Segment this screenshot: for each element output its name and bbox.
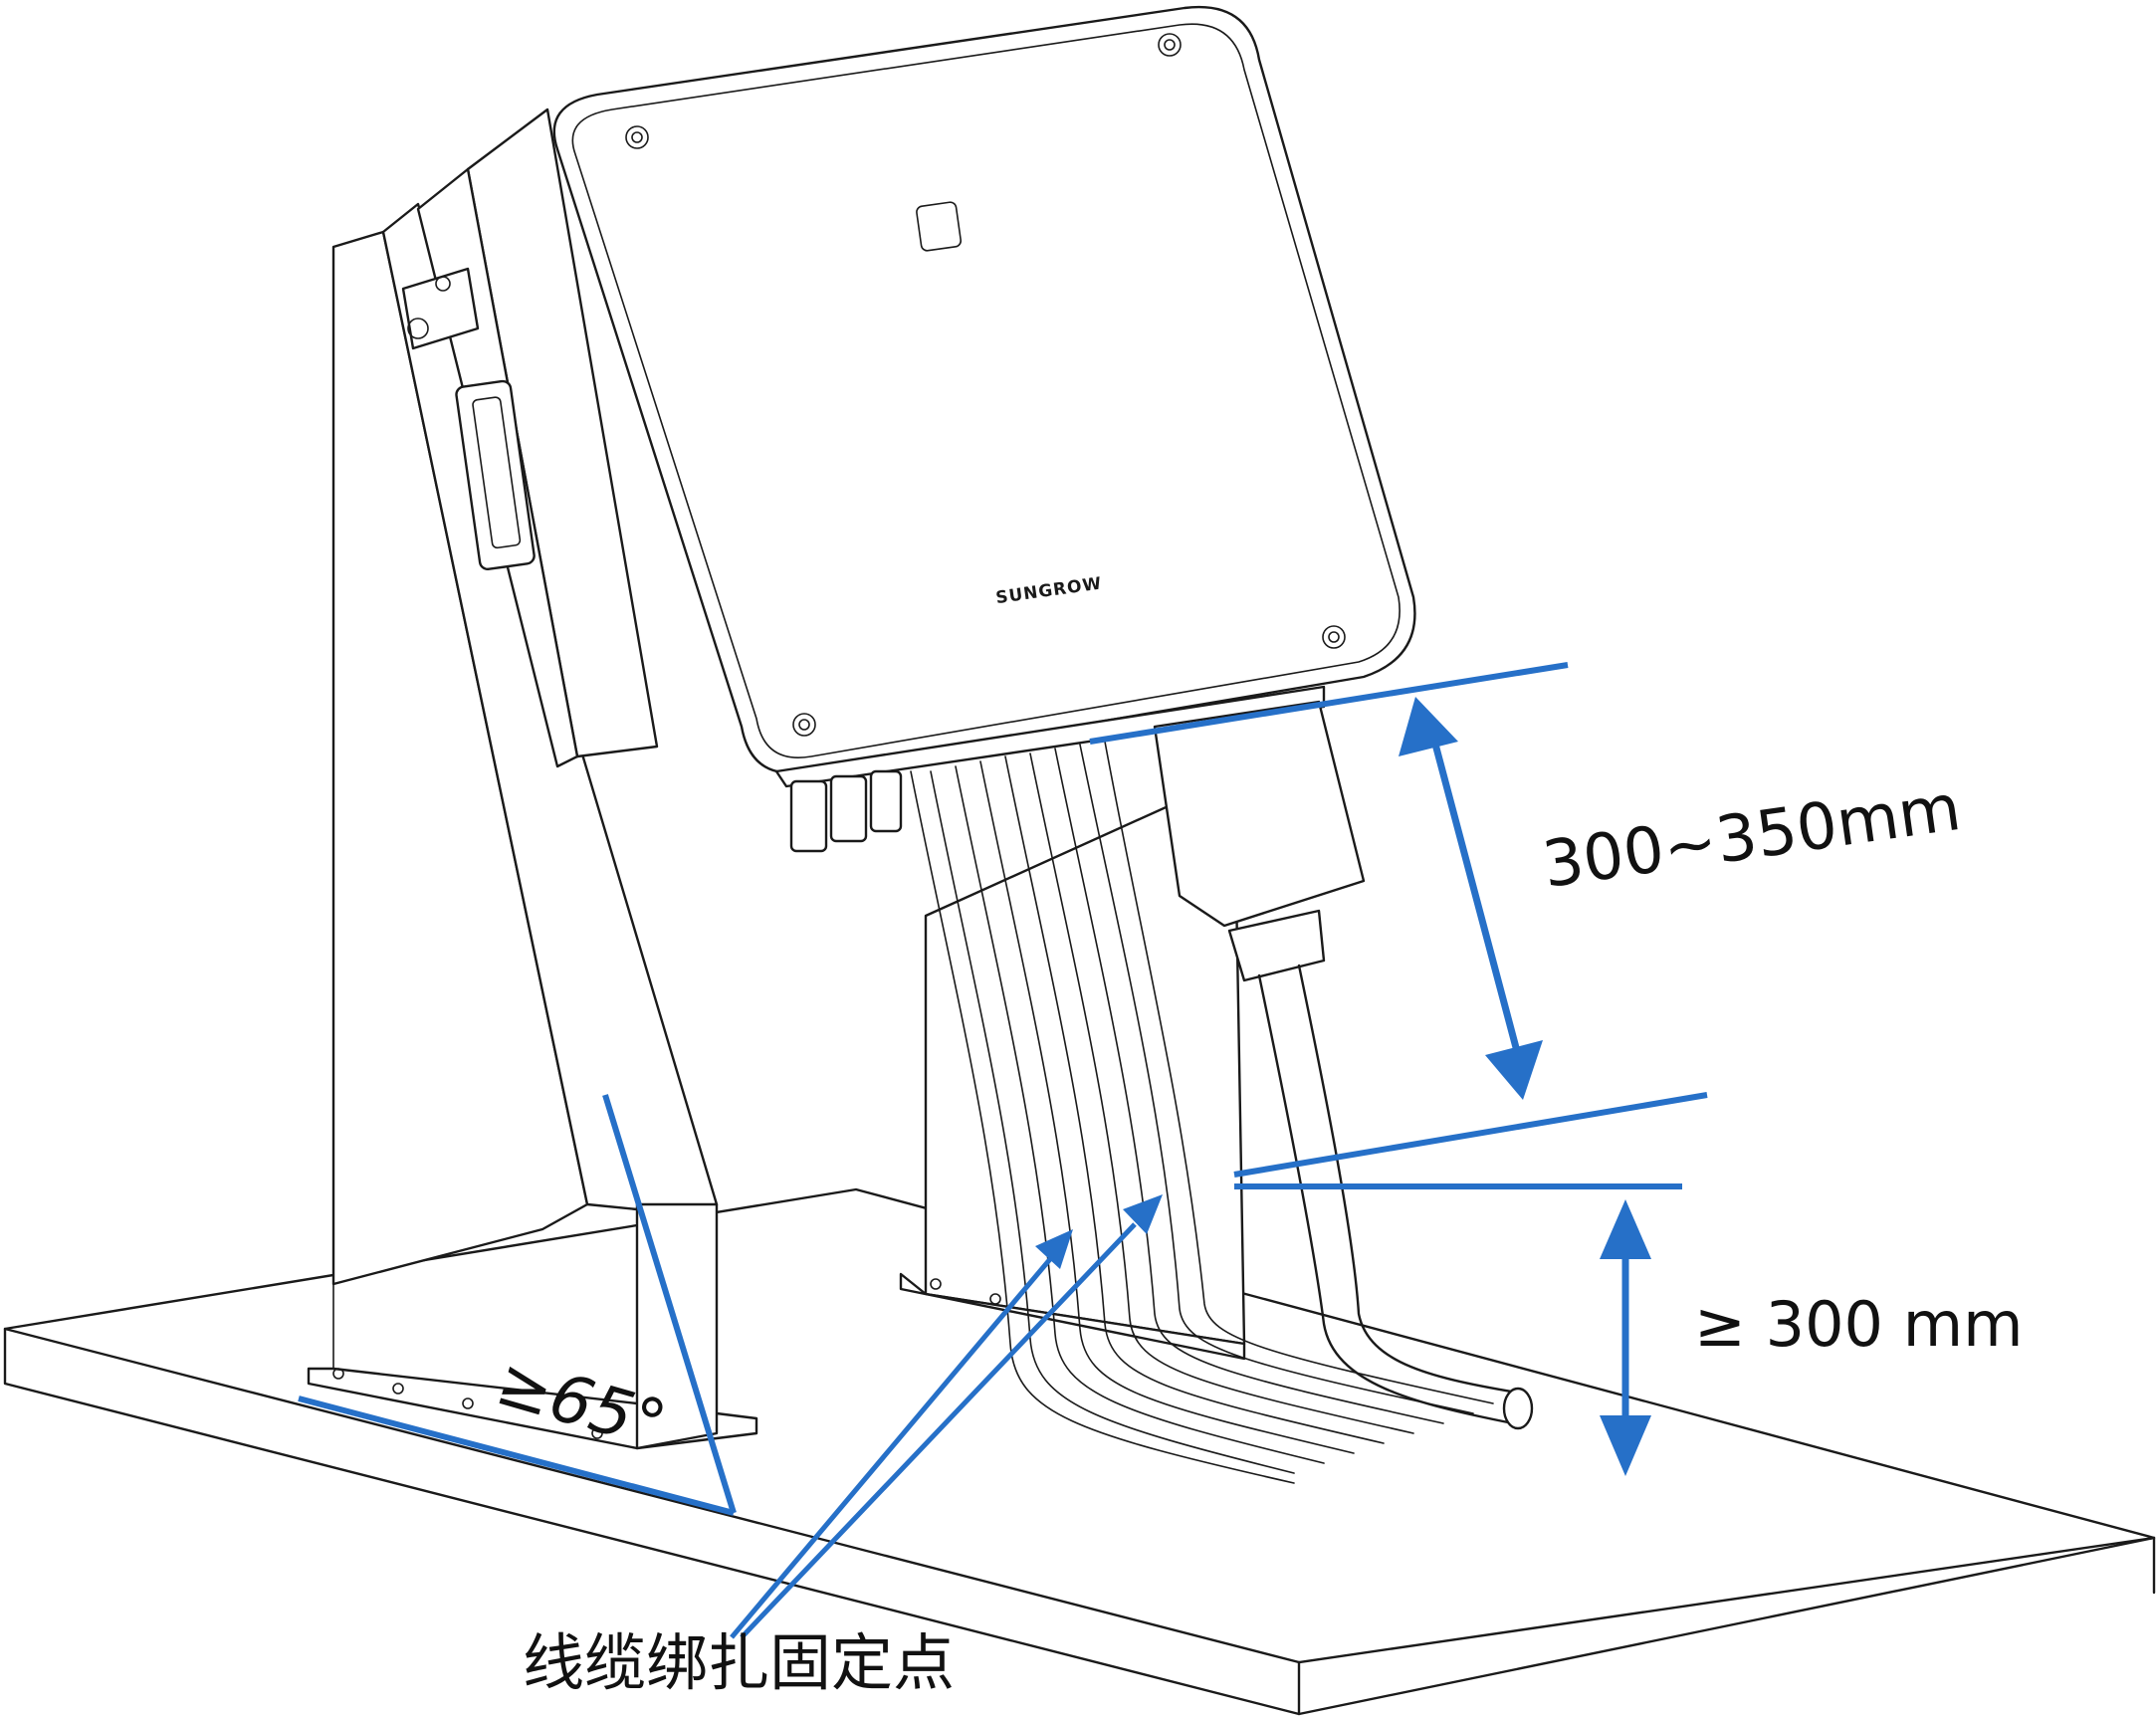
double-arrow-icon bbox=[1399, 697, 1543, 1100]
annotations bbox=[298, 662, 1708, 1639]
ground-clearance-label: ≥ 300 mm bbox=[1694, 1288, 2024, 1361]
pointer-arrow-icon bbox=[730, 1229, 1073, 1639]
reference-line-top bbox=[1089, 662, 1569, 745]
pointer-arrow-icon bbox=[740, 1194, 1163, 1639]
angle-tilt-line bbox=[602, 1094, 737, 1514]
cable-fixing-points-label: 线缆绑扎固定点 bbox=[523, 1626, 956, 1699]
reference-line-middle bbox=[1233, 1092, 1708, 1178]
double-arrow-icon bbox=[1600, 1199, 1651, 1476]
angle-base-line bbox=[298, 1396, 735, 1516]
inverter: SUNGROW bbox=[401, 5, 1416, 982]
